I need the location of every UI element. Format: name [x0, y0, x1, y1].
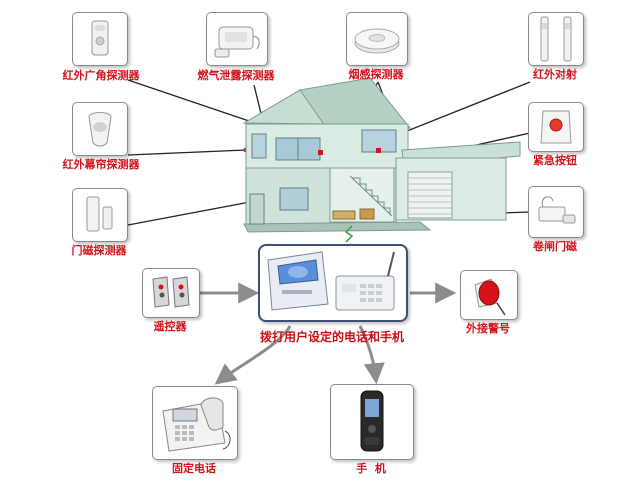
label-smoke: 烟感探测器 — [348, 68, 404, 81]
remote-control-icon — [152, 276, 190, 308]
line-infrared-wide-angle — [127, 79, 253, 123]
arrow-hub-to-landline — [214, 325, 292, 385]
device-box-landline — [152, 386, 238, 460]
alarm-host-box — [258, 244, 408, 322]
label-infrared-wide-angle: 红外广角探测器 — [62, 69, 140, 82]
device-box-infrared-curtain — [72, 102, 128, 156]
label-emergency-button: 紧急按钮 — [533, 154, 577, 167]
label-siren: 外接警号 — [466, 322, 510, 335]
device-box-gas-leak — [206, 12, 268, 66]
device-box-infrared-beam — [528, 12, 584, 66]
smoke-detector-icon — [354, 28, 400, 54]
line-gas-leak — [253, 84, 284, 204]
shutter-contact-icon — [538, 196, 576, 224]
flow-arrows — [200, 282, 457, 385]
curtain-sensor-icon — [88, 112, 112, 147]
beam-detector-icon — [540, 16, 572, 62]
alarm-host-icon — [267, 251, 395, 311]
label-infrared-curtain: 红外幕帘探测器 — [62, 158, 140, 171]
line-smoke-1 — [334, 81, 379, 163]
arrow-hub-to-mobile — [358, 325, 385, 385]
door-contact-icon — [86, 196, 113, 232]
sensor-leader-lines — [127, 79, 531, 226]
sensor-dots — [243, 119, 421, 219]
line-infrared-beam — [381, 81, 531, 142]
device-box-shutter-magnet — [528, 186, 584, 238]
gas-detector-icon — [214, 26, 260, 58]
line-door-magnet — [127, 201, 251, 226]
device-box-infrared-wide-angle — [72, 12, 128, 66]
device-box-mobile — [330, 384, 414, 460]
siren-icon — [474, 278, 506, 316]
panic-button-icon — [540, 110, 572, 144]
device-box-smoke — [346, 12, 408, 66]
desk-phone-icon — [162, 397, 231, 452]
pir-sensor-icon — [91, 20, 109, 56]
line-shutter-magnet — [417, 211, 531, 217]
label-door-magnet: 门磁探测器 — [71, 244, 127, 257]
mobile-phone-icon — [360, 390, 384, 452]
label-remote: 遥控器 — [153, 320, 187, 333]
device-box-siren — [460, 270, 518, 320]
label-infrared-beam: 红外对射 — [533, 68, 577, 81]
label-landline: 固定电话 — [172, 462, 216, 475]
line-infrared-curtain — [127, 149, 247, 156]
label-mobile: 手 机 — [356, 462, 386, 475]
hub-caption: 拨打用户设定的电话和手机 — [260, 330, 405, 344]
device-box-remote — [142, 268, 200, 318]
label-gas-leak: 燃气泄露探测器 — [197, 69, 275, 82]
device-box-door-magnet — [72, 188, 128, 242]
device-box-emergency-button — [528, 102, 584, 152]
line-emergency-button — [409, 132, 531, 161]
label-shutter-magnet: 卷闸门磁 — [533, 240, 577, 253]
